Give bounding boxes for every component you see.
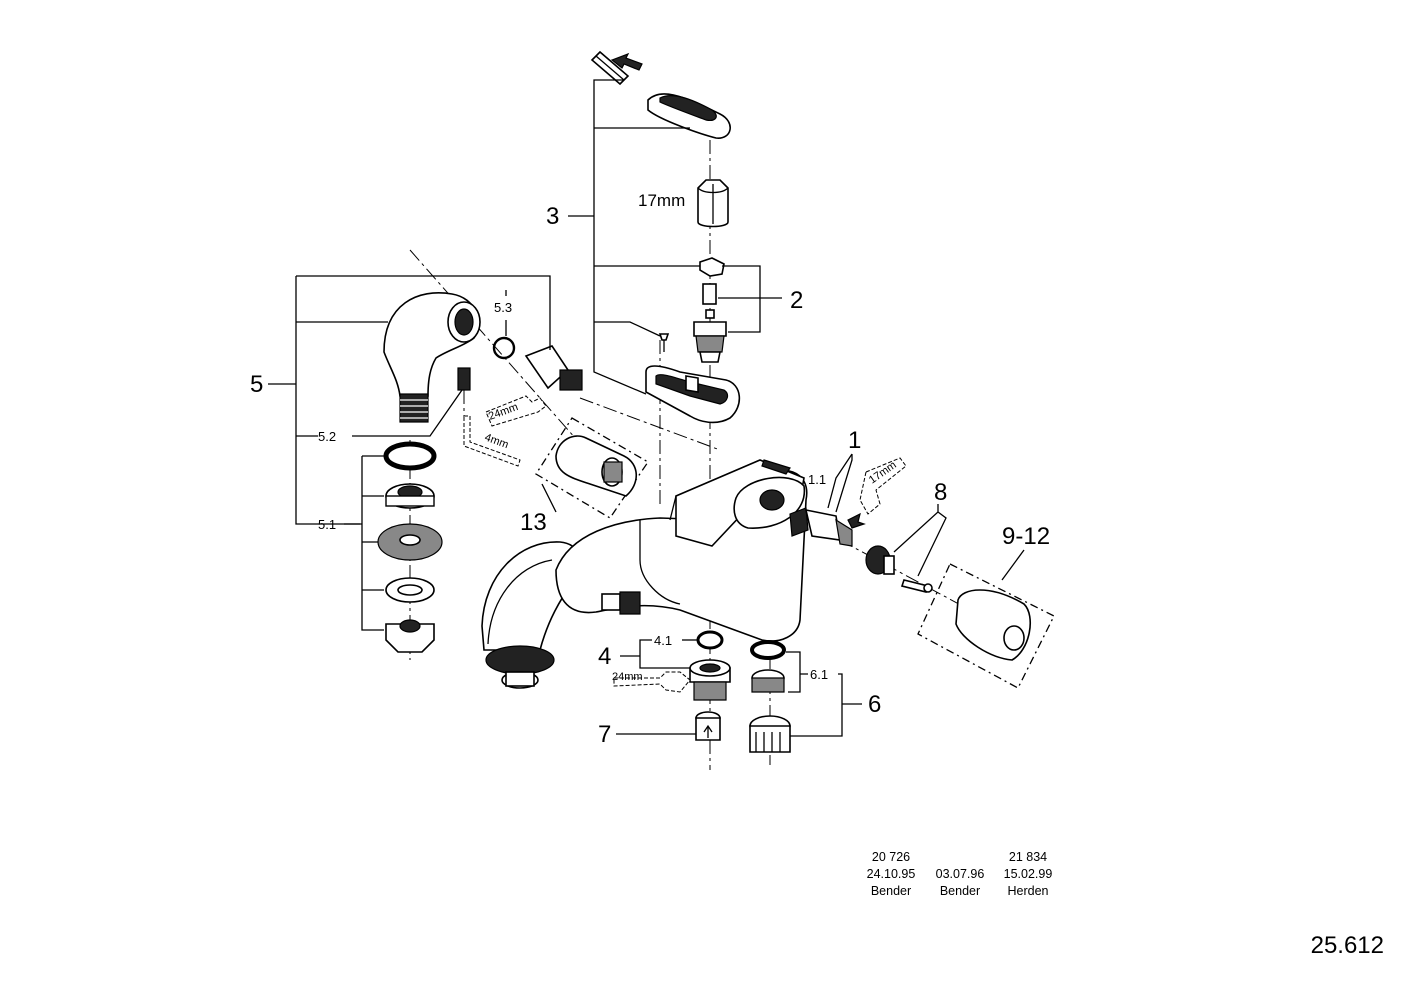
part-4-fittings — [689, 630, 731, 701]
part-5-1-seals — [377, 441, 443, 653]
revision-name: Herden — [1007, 884, 1049, 898]
screw-small — [658, 333, 670, 352]
revision-name: Bender — [939, 884, 981, 898]
label-part-4: 4 — [598, 643, 611, 670]
label-part-7: 7 — [598, 721, 611, 748]
label-part-9-12: 9-12 — [1002, 523, 1050, 550]
sheet-number: 25.612 — [1310, 932, 1384, 959]
label-part-8: 8 — [934, 479, 947, 506]
label-part-2: 2 — [790, 287, 803, 314]
part-6-aerator — [749, 640, 791, 753]
revision-stamp-3: 21 834 15.02.99 Herden — [993, 849, 1063, 900]
revision-number — [925, 849, 995, 866]
spring-part — [702, 283, 717, 305]
revision-number: 21 834 — [1008, 850, 1048, 864]
part-1-cartridge — [789, 507, 853, 547]
label-wrench-24mm-bottom: 24mm — [612, 671, 643, 683]
label-part-1-1: 1.1 — [808, 472, 826, 487]
label-part-5-2: 5.2 — [318, 429, 336, 444]
clip-part — [699, 257, 725, 277]
revision-stamp-1: 20 726 24.10.95 Bender — [856, 849, 926, 900]
label-part-5: 5 — [250, 371, 263, 398]
wrench-17mm-right-icon — [847, 457, 907, 529]
part-5-3-oring-connector — [492, 336, 583, 391]
label-part-5-1: 5.1 — [318, 517, 336, 532]
label-part-6: 6 — [868, 691, 881, 718]
label-part-1: 1 — [848, 427, 861, 454]
label-part-6-1: 6.1 — [810, 667, 828, 682]
part-13-assembly — [535, 417, 649, 519]
part-5-outlet — [383, 292, 481, 423]
revision-date: 24.10.95 — [866, 867, 916, 881]
label-part-3: 3 — [546, 203, 559, 230]
revision-date: 03.07.96 — [935, 867, 985, 881]
handle-cover-pin — [590, 50, 643, 86]
label-part-5-3: 5.3 — [494, 300, 512, 315]
label-part-13: 13 — [520, 509, 547, 536]
label-socket-17mm: 17mm — [638, 191, 685, 210]
revision-date: 15.02.99 — [1003, 867, 1053, 881]
part-9-12-handle — [917, 563, 1055, 689]
cartridge-part — [693, 309, 727, 363]
lever-handle — [647, 93, 731, 139]
part-labels: 3 2 5 5.3 5.2 5.1 13 1 1.1 8 9-12 4 4.1 … — [250, 203, 1050, 748]
socket-17mm-icon — [697, 179, 729, 228]
part-5-2-setscrew — [457, 367, 471, 420]
hex-key-4mm-icon — [463, 415, 521, 467]
wrench-24mm-bottom-icon — [613, 671, 691, 693]
lever-base-housing — [645, 365, 741, 424]
part-7-valve — [695, 711, 721, 741]
leader-lines — [268, 79, 1025, 737]
part-8-nut-screw — [865, 545, 933, 593]
label-part-4-1: 4.1 — [654, 633, 672, 648]
revision-name: Bender — [870, 884, 912, 898]
mixer-body — [481, 459, 808, 689]
revision-stamp-2: 03.07.96 Bender — [925, 849, 995, 900]
revision-number: 20 726 — [871, 850, 911, 864]
wrench-24mm-left-icon — [485, 395, 547, 427]
